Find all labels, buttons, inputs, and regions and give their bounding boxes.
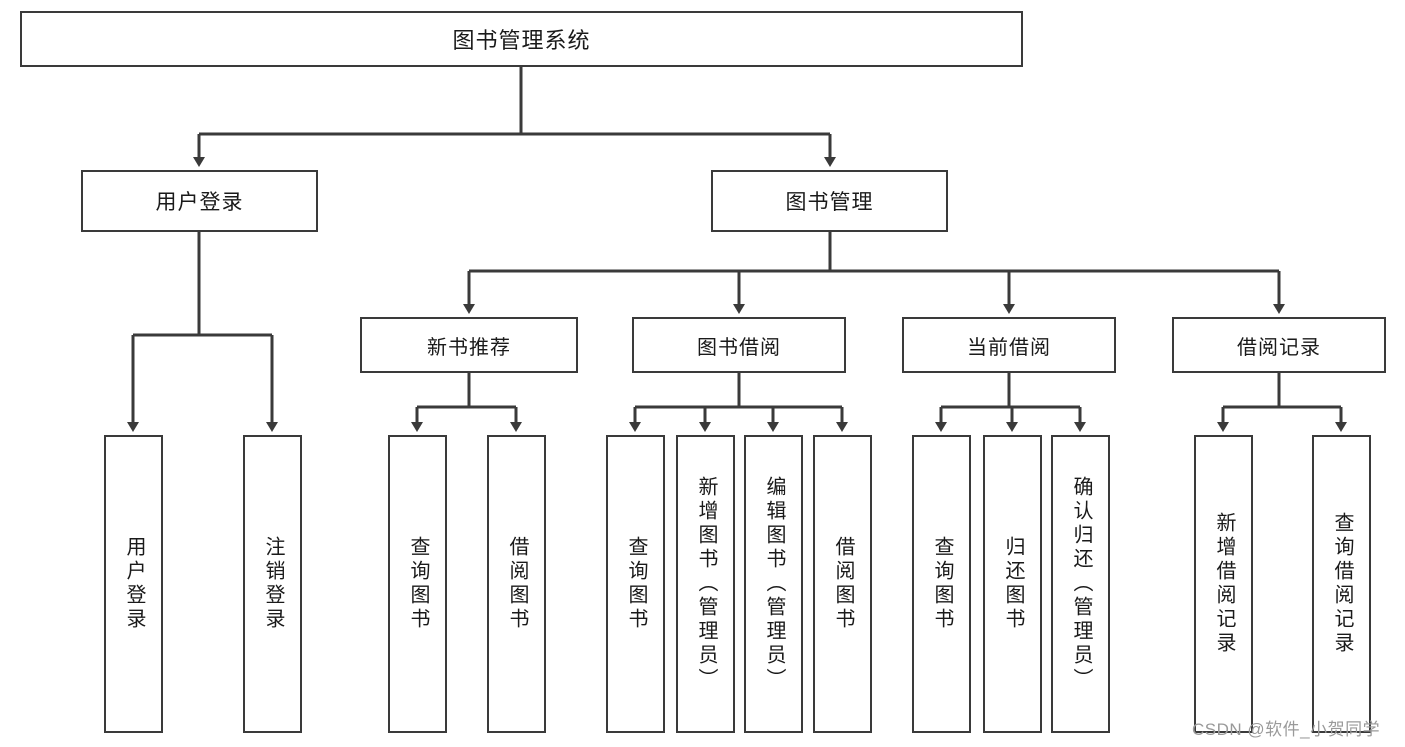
node-leaf-return-book[interactable]: 归还图书 xyxy=(983,435,1042,733)
node-leaf-add-book[interactable]: 新增图书（管理员） xyxy=(676,435,735,733)
node-leaf-confirm-return-label: 确认归还（管理员） xyxy=(1070,476,1092,692)
node-root[interactable]: 图书管理系统 xyxy=(20,11,1023,67)
csdn-watermark: CSDN @软件_小贺同学 xyxy=(1192,720,1381,739)
node-root-label: 图书管理系统 xyxy=(452,28,591,53)
node-borrow-record[interactable]: 借阅记录 xyxy=(1172,317,1386,373)
node-leaf-confirm-return[interactable]: 确认归还（管理员） xyxy=(1051,435,1110,733)
node-borrow-record-label: 借阅记录 xyxy=(1237,336,1321,359)
node-leaf-add-record-label: 新增借阅记录 xyxy=(1213,512,1235,656)
node-leaf-query-book-2[interactable]: 查询图书 xyxy=(606,435,665,733)
node-leaf-add-record[interactable]: 新增借阅记录 xyxy=(1194,435,1253,733)
node-current-borrow-label: 当前借阅 xyxy=(967,336,1051,359)
node-leaf-query-book-3[interactable]: 查询图书 xyxy=(912,435,971,733)
node-leaf-borrow-book-1-label: 借阅图书 xyxy=(506,536,528,632)
node-leaf-edit-book-label: 编辑图书（管理员） xyxy=(763,476,785,692)
node-leaf-borrow-book-1[interactable]: 借阅图书 xyxy=(487,435,546,733)
node-leaf-return-book-label: 归还图书 xyxy=(1002,536,1024,632)
node-leaf-query-book-1-label: 查询图书 xyxy=(407,536,429,632)
node-leaf-edit-book[interactable]: 编辑图书（管理员） xyxy=(744,435,803,733)
node-leaf-logout-label: 注销登录 xyxy=(262,536,284,632)
node-leaf-user-login-label: 用户登录 xyxy=(123,536,145,632)
node-leaf-query-record[interactable]: 查询借阅记录 xyxy=(1312,435,1371,733)
node-user-login[interactable]: 用户登录 xyxy=(81,170,318,232)
node-leaf-add-book-label: 新增图书（管理员） xyxy=(695,476,717,692)
node-leaf-query-record-label: 查询借阅记录 xyxy=(1331,512,1353,656)
node-book-borrow[interactable]: 图书借阅 xyxy=(632,317,846,373)
node-book-borrow-label: 图书借阅 xyxy=(697,336,781,359)
node-leaf-logout[interactable]: 注销登录 xyxy=(243,435,302,733)
node-current-borrow[interactable]: 当前借阅 xyxy=(902,317,1116,373)
node-new-book-recommend[interactable]: 新书推荐 xyxy=(360,317,578,373)
node-book-management[interactable]: 图书管理 xyxy=(711,170,948,232)
node-leaf-query-book-2-label: 查询图书 xyxy=(625,536,647,632)
node-new-book-recommend-label: 新书推荐 xyxy=(427,336,511,359)
node-leaf-user-login[interactable]: 用户登录 xyxy=(104,435,163,733)
node-leaf-borrow-book-2-label: 借阅图书 xyxy=(832,536,854,632)
node-user-login-label: 用户登录 xyxy=(155,191,244,214)
node-leaf-query-book-3-label: 查询图书 xyxy=(931,536,953,632)
node-book-management-label: 图书管理 xyxy=(785,191,874,214)
node-leaf-query-book-1[interactable]: 查询图书 xyxy=(388,435,447,733)
node-leaf-borrow-book-2[interactable]: 借阅图书 xyxy=(813,435,872,733)
